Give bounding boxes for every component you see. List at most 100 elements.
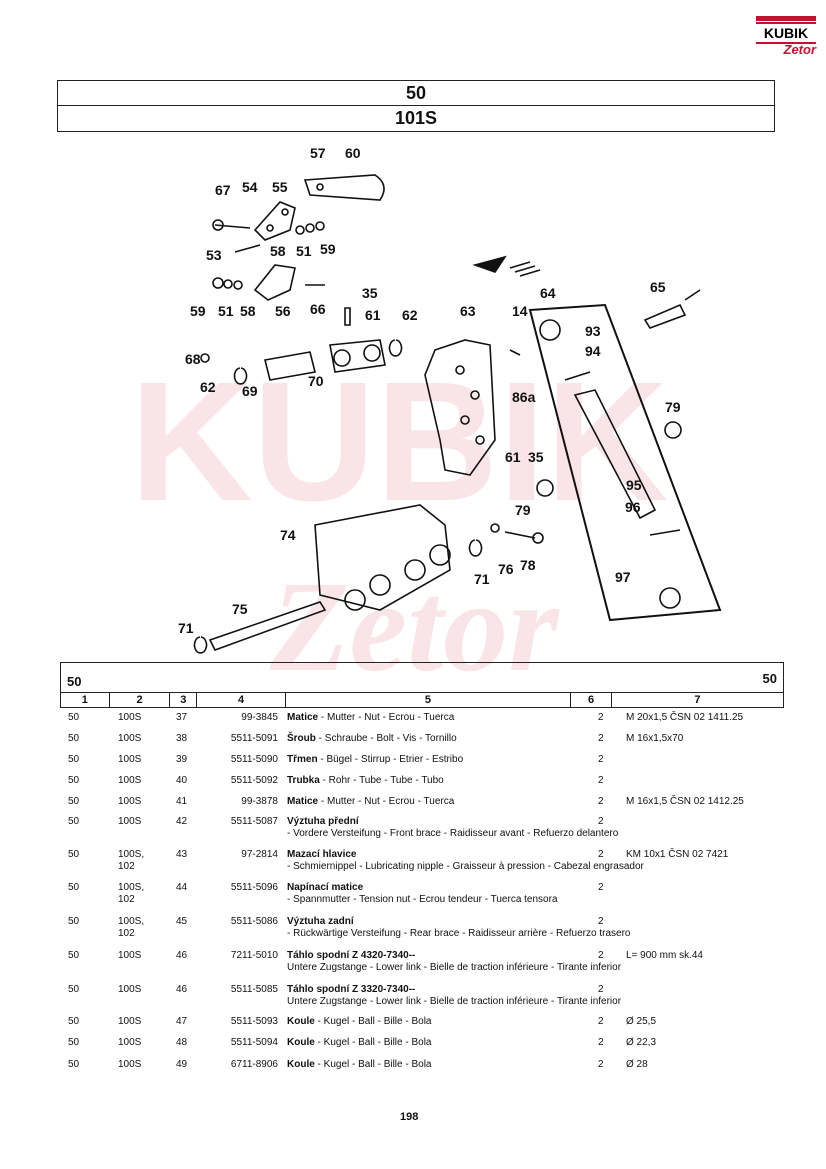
page-header: 50 101S [57,80,775,132]
part-translations: - Rückwärtige Versteifung - Rear brace -… [287,928,631,939]
part-label: 76 [498,561,514,577]
cell-model: 100S [118,796,142,807]
cell-group: 50 [68,849,80,860]
part-name: Matice [287,712,319,723]
cell-model: 100S, 102 [118,882,145,905]
part-label: 61 [505,449,521,465]
cell-position: 39 [176,754,188,765]
cell-group: 50 [68,950,80,961]
part-label: 93 [585,323,601,339]
cell-model: 100S, 102 [118,849,145,872]
part-label: 95 [626,477,642,493]
cell-position: 42 [176,816,188,827]
part-label: 74 [280,527,296,543]
cell-model: 100S [118,1037,142,1048]
cell-description: Výztuha přední - Vordere Versteifung - F… [287,816,618,840]
cell-position: 49 [176,1059,188,1070]
part-label: 35 [528,449,544,465]
cell-part-number: 99-3878 [241,796,278,807]
col-header-2: 2 [110,693,171,707]
cell-note: M 16x1,5x70 [626,733,684,744]
col-header-4: 4 [197,693,286,707]
logo-bar [756,16,816,21]
cell-note: M 20x1,5 ČSN 02 1411.25 [626,712,744,723]
cell-part-number: 6711-8906 [230,1059,278,1070]
part-name: Koule [287,1059,315,1070]
part-translations: - Mutter - Nut - Ecrou - Tuerca [318,796,455,807]
part-label: 55 [272,179,288,195]
section-right: 50 [762,671,777,686]
cell-position: 41 [176,796,188,807]
cell-group: 50 [68,916,80,927]
part-translations: - Schraube - Bolt - Vis - Tornillo [315,733,457,744]
part-label: 96 [625,499,641,515]
part-name: Koule [287,1037,315,1048]
cell-note: M 16x1,5 ČSN 02 1412.25 [626,796,744,807]
cell-quantity: 2 [598,754,604,765]
part-label: 58 [240,303,256,319]
page-number: 198 [400,1111,419,1123]
part-label: 56 [275,303,291,319]
cell-part-number: 5511-5087 [230,816,278,827]
part-translations: - Kugel - Ball - Bille - Bola [314,1016,432,1027]
cell-position: 46 [176,950,188,961]
cell-group: 50 [68,1059,80,1070]
cell-quantity: 2 [598,733,604,744]
part-name: Matice [287,796,319,807]
cell-position: 47 [176,1016,188,1027]
part-label: 70 [308,373,324,389]
cell-quantity: 2 [598,1059,604,1070]
cell-part-number: 5511-5093 [230,1016,278,1027]
part-label: 51 [296,243,312,259]
logo-brand: KUBIK [756,22,816,44]
cell-description: Koule - Kugel - Ball - Bille - Bola [287,1037,587,1049]
part-name: Trubka [287,775,320,786]
part-label: 62 [402,307,418,323]
cell-group: 50 [68,775,80,786]
cell-group: 50 [68,754,80,765]
cell-quantity: 2 [598,796,604,807]
cell-quantity: 2 [598,849,604,860]
part-label: 59 [190,303,206,319]
cell-quantity: 2 [598,950,604,961]
part-label: 64 [540,285,556,301]
part-translations: - Bügel - Stirrup - Etrier - Estribo [317,754,464,765]
cell-quantity: 2 [598,775,604,786]
part-label: 65 [650,279,666,295]
cell-description: Koule - Kugel - Ball - Bille - Bola [287,1059,587,1071]
cell-model: 100S [118,733,142,744]
part-label: 79 [665,399,681,415]
cell-quantity: 2 [598,712,604,723]
cell-note: Ø 28 [626,1059,648,1070]
part-label: 61 [365,307,381,323]
cell-group: 50 [68,1016,80,1027]
col-header-5: 5 [286,693,572,707]
part-translations: - Mutter - Nut - Ecrou - Tuerca [318,712,455,723]
part-translations: - Vordere Versteifung - Front brace - Ra… [287,828,619,839]
part-label: 79 [515,502,531,518]
cell-group: 50 [68,796,80,807]
part-label: 71 [178,620,194,636]
part-translations: - Rohr - Tube - Tube - Tubo [319,775,444,786]
part-name: Napínací matice [287,882,364,893]
cell-position: 37 [176,712,188,723]
part-label: 60 [345,145,361,161]
part-translations: - Schmiernippel - Lubricating nipple - G… [287,861,644,872]
cell-model: 100S [118,712,142,723]
part-label: 51 [218,303,234,319]
cell-position: 48 [176,1037,188,1048]
cell-description: Mazací hlavice - Schmiernippel - Lubrica… [287,849,644,873]
cell-model: 100S [118,754,142,765]
cell-part-number: 99-3845 [241,712,278,723]
cell-position: 43 [176,849,188,860]
cell-part-number: 5511-5091 [230,733,278,744]
part-translations: Untere Zugstange - Lower link - Bielle d… [287,962,622,973]
part-label: 66 [310,301,326,317]
cell-part-number: 5511-5094 [230,1037,278,1048]
part-name: Výztuha zadní [287,916,354,927]
cell-model: 100S [118,984,142,995]
cell-model: 100S [118,950,142,961]
part-label: 67 [215,182,231,198]
cell-position: 45 [176,916,188,927]
part-name: Mazací hlavice [287,849,357,860]
